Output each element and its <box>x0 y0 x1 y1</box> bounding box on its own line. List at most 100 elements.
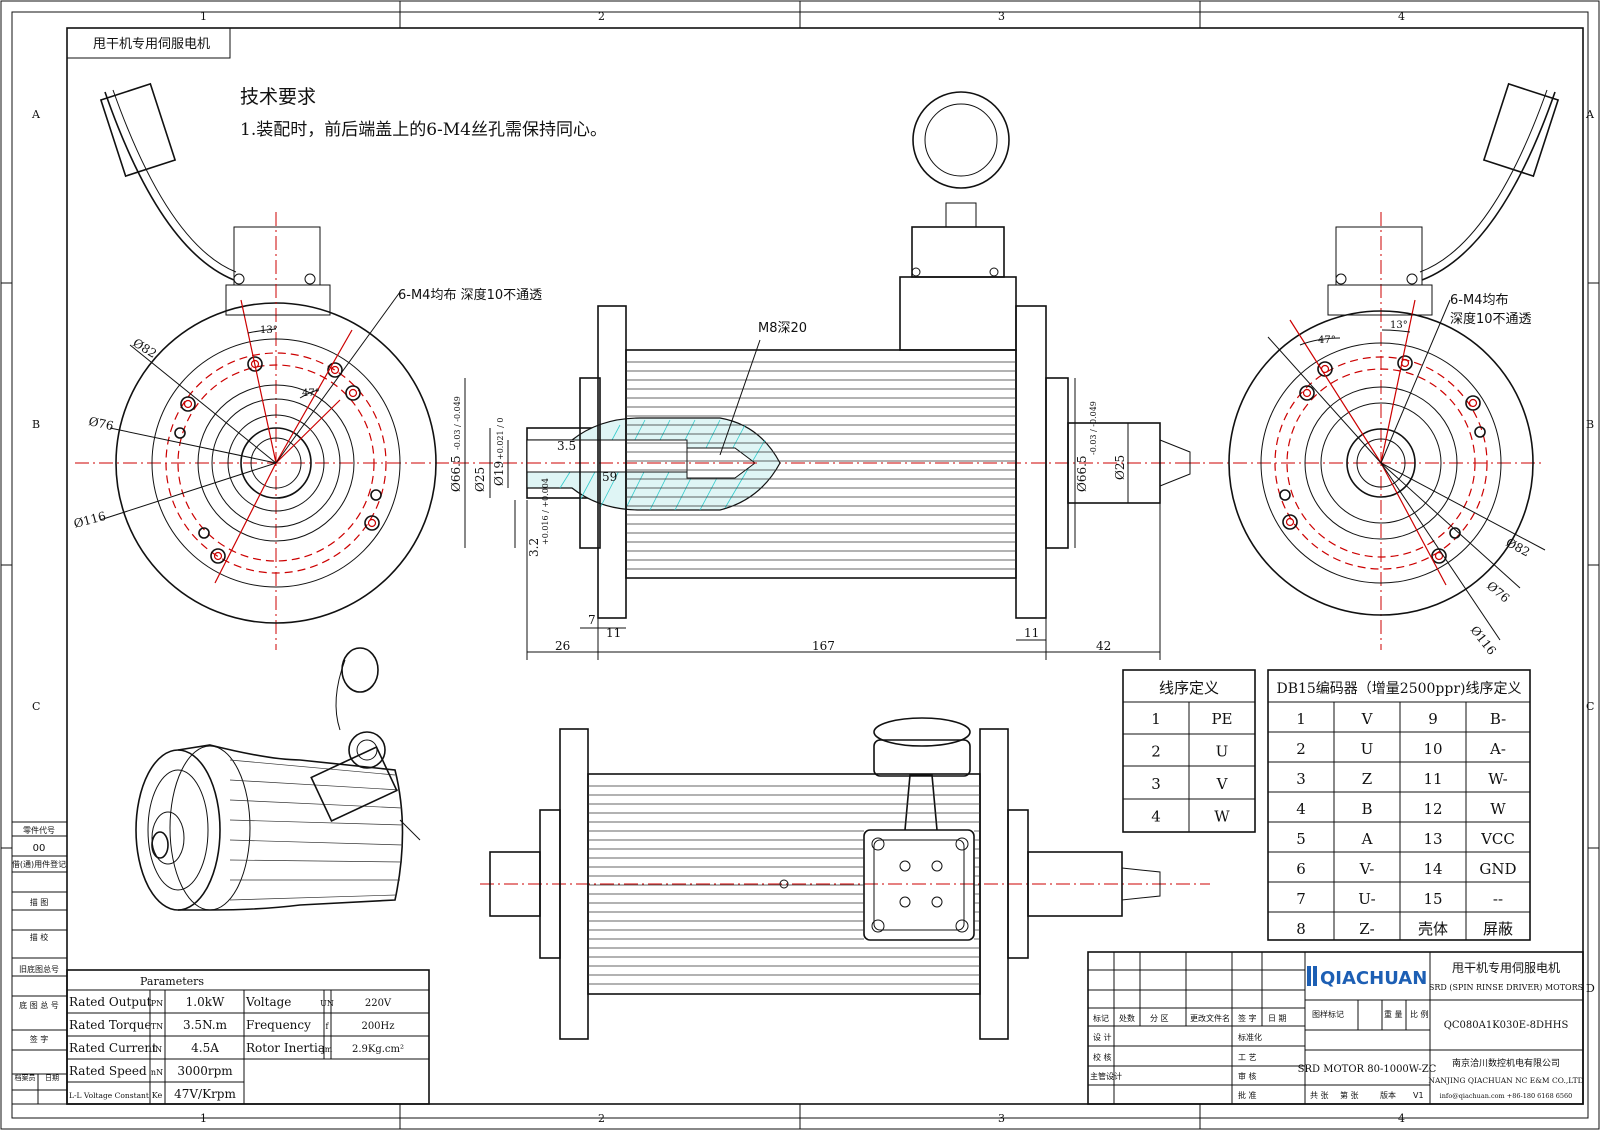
dim-7: 7 <box>588 613 596 627</box>
encoder-cell: W- <box>1488 770 1507 788</box>
wire-row-pin: 4 <box>1151 808 1161 826</box>
encoder-table-title: DB15编码器（增量2500ppr)线序定义 <box>1276 681 1521 697</box>
right-callout-1: 6-M4均布 <box>1450 293 1508 308</box>
dim-d25-left: Ø25 <box>473 467 487 492</box>
inner-frame <box>66 27 1584 1105</box>
strip-date: 日期 <box>45 1074 59 1082</box>
left-angle-47: 47° <box>302 388 320 399</box>
grid-row-c: C <box>32 700 40 713</box>
encoder-cell: 屏蔽 <box>1483 920 1513 938</box>
grid-col-1: 1 <box>200 10 207 23</box>
strip-base-no: 底 图 总 号 <box>19 1000 59 1010</box>
dim-11a: 11 <box>606 626 621 640</box>
encoder-cell: 3 <box>1296 770 1306 788</box>
param-label: Voltage <box>245 995 291 1009</box>
dim-d66-right-tol: -0.03 / -0.049 <box>1089 401 1098 455</box>
encoder-cell: B- <box>1490 710 1506 728</box>
dim-d19: Ø19 <box>492 461 506 486</box>
wire-row-pin: 2 <box>1151 743 1161 761</box>
tb-approve: 批 准 <box>1238 1090 1257 1100</box>
strip-sign: 签 字 <box>30 1034 49 1044</box>
encoder-cell: 10 <box>1423 740 1442 758</box>
right-d82: Ø82 <box>1504 535 1533 559</box>
grid-row-a-right: A <box>1585 108 1595 121</box>
encoder-cell: 8 <box>1296 920 1306 938</box>
grid-row-b-right: B <box>1586 418 1594 431</box>
strip-part-no-label: 零件代号 <box>23 825 55 835</box>
dim-26: 26 <box>555 639 570 653</box>
strip-trace: 描 图 <box>30 897 49 907</box>
dim-key-3-5: 3.5 <box>557 439 576 453</box>
param-label: L-L Voltage Constant <box>69 1091 149 1100</box>
param-symbol: f <box>326 1022 330 1031</box>
tb-model: QC080A1K030E-8DHHS <box>1444 1020 1569 1031</box>
tb-contact: info@qiachuan.com +86-180 6168 6560 <box>1440 1092 1573 1100</box>
encoder-cell: Z- <box>1359 920 1375 938</box>
dim-42: 42 <box>1096 639 1111 653</box>
param-symbol: PN <box>151 999 163 1008</box>
encoder-cell: VCC <box>1480 830 1515 848</box>
param-value: 47V/Krpm <box>174 1087 236 1101</box>
tb-sheet: 第 张 <box>1340 1090 1359 1100</box>
param-value: 1.0kW <box>186 995 225 1009</box>
grid-col-4-bottom: 4 <box>1398 1112 1405 1125</box>
encoder-cell: 9 <box>1428 710 1438 728</box>
side-view-dimensions: Ø66.5 -0.03 / -0.049 Ø25 Ø19 +0.021 / 0 … <box>449 321 1161 660</box>
tb-chief: 主管设计 <box>1090 1071 1122 1081</box>
encoder-cell: 2 <box>1296 740 1306 758</box>
dim-d66-left-tol: -0.03 / -0.049 <box>453 396 462 450</box>
param-value: 3000rpm <box>177 1064 233 1078</box>
dim-len-59: 59 <box>602 470 617 484</box>
tb-h-zone: 分 区 <box>1150 1014 1169 1023</box>
tb-design: 设 计 <box>1093 1032 1112 1042</box>
dim-d25-right: Ø25 <box>1113 455 1127 480</box>
encoder-cell: V <box>1361 710 1374 728</box>
tb-h-mark: 标记 <box>1093 1013 1109 1023</box>
strip-file-no: 档案员 <box>15 1073 36 1082</box>
param-label: Frequency <box>246 1018 311 1032</box>
encoder-cell: 14 <box>1423 860 1442 878</box>
grid-col-4: 4 <box>1398 10 1405 23</box>
right-angle-47: 47° <box>1318 335 1336 346</box>
bottom-side-view <box>480 717 1210 1040</box>
right-d116: Ø116 <box>1468 623 1499 657</box>
side-view <box>455 91 1200 619</box>
grid-col-3-bottom: 3 <box>998 1112 1005 1125</box>
tb-review: 审 核 <box>1238 1071 1257 1081</box>
encoder-cell: W <box>1490 800 1506 818</box>
notes-line1: 1.装配时，前后端盖上的6-M4丝孔需保持同心。 <box>240 120 607 140</box>
strip-old-no: 旧底图总号 <box>19 964 59 974</box>
tb-std: 标准化 <box>1238 1032 1262 1042</box>
encoder-cell: GND <box>1479 860 1516 878</box>
param-value: 200Hz <box>361 1021 394 1032</box>
dim-key-3-2: 3.2 <box>527 538 541 557</box>
title-block: 标记 处数 分 区 更改文件名 签 字 日 期 设 计 校 核 主管设计 标准化… <box>1087 951 1584 1105</box>
encoder-cell: 15 <box>1423 890 1442 908</box>
param-label: Rated Torque <box>69 1018 151 1032</box>
encoder-cell: 13 <box>1423 830 1442 848</box>
right-d76: Ø76 <box>1484 579 1512 606</box>
tb-version: 版本 <box>1380 1090 1396 1100</box>
tb-stage: 图样标记 <box>1312 1009 1344 1019</box>
dim-d66-left: Ø66.5 <box>449 455 463 492</box>
dim-11b: 11 <box>1024 626 1039 640</box>
left-d116: Ø116 <box>72 509 107 531</box>
wire-row-pin: 1 <box>1151 710 1161 728</box>
dim-key-3-2-tol: +0.016 / +0.004 <box>541 478 550 545</box>
encoder-cell: 4 <box>1296 800 1306 818</box>
tb-check: 校 核 <box>1093 1052 1112 1062</box>
wire-row-signal: W <box>1214 808 1230 826</box>
encoder-cell: U <box>1361 740 1374 758</box>
encoder-cell: 6 <box>1296 860 1306 878</box>
wire-row-signal: V <box>1216 775 1229 793</box>
tb-ratio: 比 例 <box>1410 1009 1429 1019</box>
param-value: 220V <box>365 998 392 1009</box>
title-box <box>66 27 231 59</box>
param-label: Rated Current <box>69 1041 157 1055</box>
callout-m8: M8深20 <box>758 321 807 336</box>
fins-bottom <box>588 785 980 985</box>
